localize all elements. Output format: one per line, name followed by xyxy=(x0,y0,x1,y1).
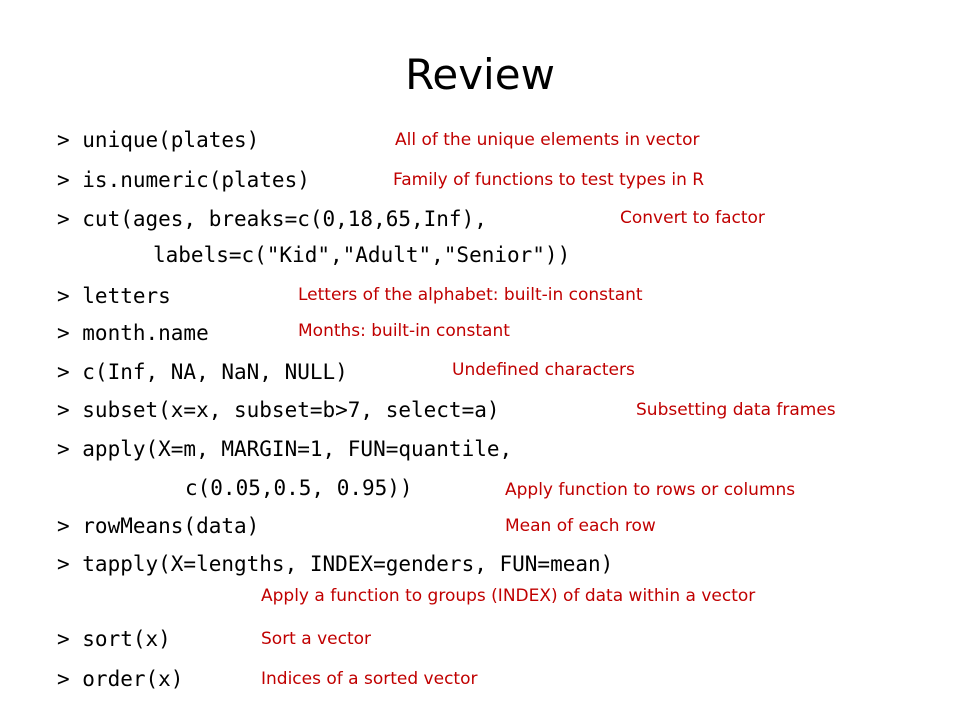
code-line-cut-labels: labels=c("Kid","Adult","Senior")) xyxy=(153,243,571,267)
code-line-order: > order(x) xyxy=(57,667,184,691)
annotation-unique: All of the unique elements in vector xyxy=(395,130,700,150)
code-line-tapply: > tapply(X=lengths, INDEX=genders, FUN=m… xyxy=(57,552,614,576)
code-line-month-name: > month.name xyxy=(57,321,209,345)
annotation-rowmeans: Mean of each row xyxy=(505,516,656,536)
code-line-is-numeric: > is.numeric(plates) xyxy=(57,168,310,192)
annotation-letters: Letters of the alphabet: built-in consta… xyxy=(298,285,643,305)
code-line-subset: > subset(x=x, subset=b>7, select=a) xyxy=(57,398,500,422)
code-line-sort: > sort(x) xyxy=(57,627,171,651)
code-line-undefined: > c(Inf, NA, NaN, NULL) xyxy=(57,360,348,384)
code-line-apply: > apply(X=m, MARGIN=1, FUN=quantile, xyxy=(57,437,513,461)
slide-title: Review xyxy=(405,50,555,99)
annotation-apply: Apply function to rows or columns xyxy=(505,480,796,500)
code-line-apply-args: c(0.05,0.5, 0.95)) xyxy=(185,476,413,500)
annotation-sort: Sort a vector xyxy=(261,629,371,649)
annotation-subset: Subsetting data frames xyxy=(636,400,836,420)
annotation-month-name: Months: built-in constant xyxy=(298,321,510,341)
code-line-unique: > unique(plates) xyxy=(57,128,260,152)
code-line-cut: > cut(ages, breaks=c(0,18,65,Inf), xyxy=(57,207,487,231)
code-line-letters: > letters xyxy=(57,284,171,308)
annotation-undefined: Undefined characters xyxy=(452,360,635,380)
code-line-rowmeans: > rowMeans(data) xyxy=(57,514,260,538)
annotation-cut: Convert to factor xyxy=(620,208,765,228)
annotation-is-numeric: Family of functions to test types in R xyxy=(393,170,705,190)
annotation-order: Indices of a sorted vector xyxy=(261,669,478,689)
annotation-tapply: Apply a function to groups (INDEX) of da… xyxy=(261,586,756,606)
